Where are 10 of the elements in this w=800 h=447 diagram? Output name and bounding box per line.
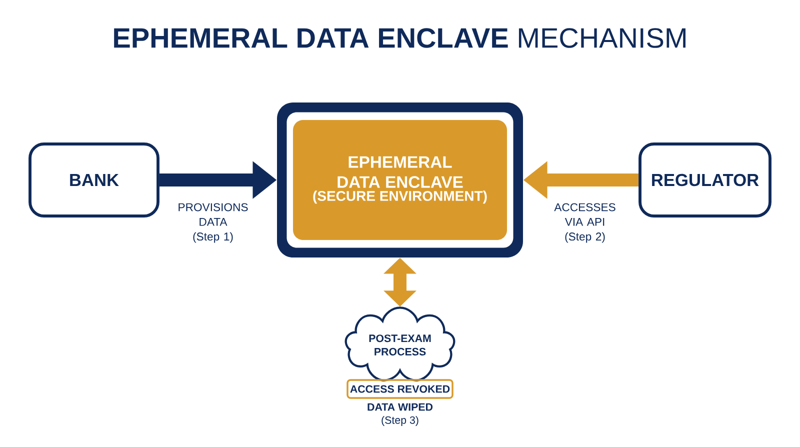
edge-label: PROVISIONS DATA (Step 1)	[178, 203, 248, 243]
title: EPHEMERAL DATA ENCLAVE MECHANISM	[114, 28, 686, 48]
edge-label: ACCESSES VIA API (Step 2)	[554, 203, 616, 243]
status-note: DATA WIPED	[368, 403, 433, 411]
status-note: (Step 3)	[382, 416, 418, 426]
process-cloud: POST-EXAM PROCESS	[344, 306, 456, 382]
enclave-box: EPHEMERAL DATA ENCLAVE (SECURE ENVIRONMENT)	[293, 120, 507, 240]
status-box: ACCESS REVOKED	[346, 379, 454, 399]
entity-box: BANK	[28, 142, 160, 218]
entity-box: REGULATOR	[638, 142, 772, 218]
